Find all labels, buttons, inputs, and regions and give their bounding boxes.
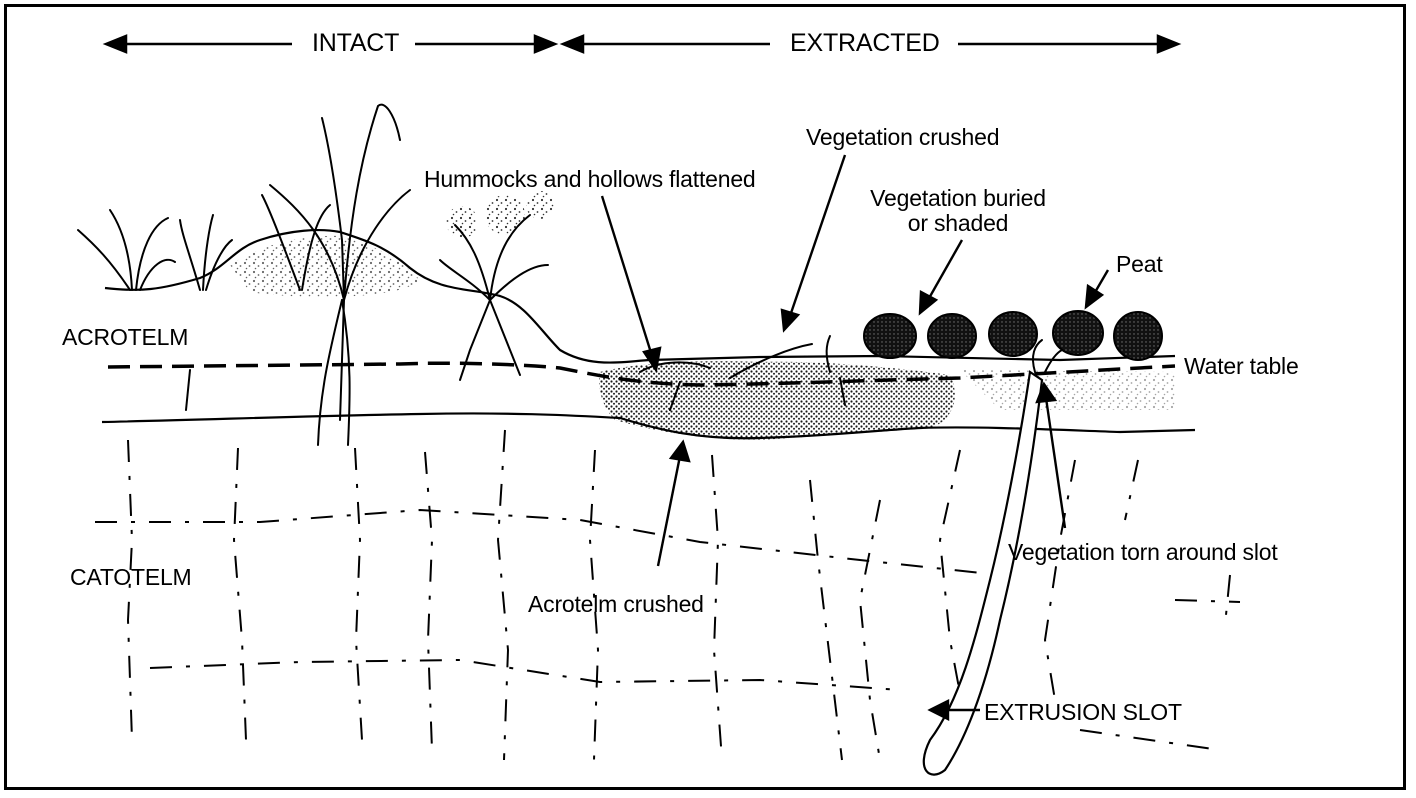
peat-blocks [864, 311, 1162, 360]
acrotelm-crushed-annotation: Acrotelm crushed [528, 592, 704, 617]
vegetation-crushed-annotation: Vegetation crushed [806, 125, 999, 150]
crushed-acrotelm-zone [599, 361, 954, 440]
vegetation-buried-annotation: Vegetation buried or shaded [868, 186, 1048, 237]
catotelm-label: CATOTELM [70, 565, 192, 590]
extrusion-slot-annotation: EXTRUSION SLOT [984, 700, 1182, 725]
water-table-annotation: Water table [1184, 354, 1299, 379]
extracted-label: EXTRACTED [790, 30, 940, 58]
vegetation-buried-line-1: Vegetation buried [868, 186, 1048, 211]
peat-annotation: Peat [1116, 252, 1163, 277]
vegetation-torn-annotation: Vegetation torn around slot [1008, 540, 1278, 565]
intact-label: INTACT [312, 30, 399, 58]
acrotelm-label: ACROTELM [62, 325, 188, 350]
hummocks-annotation: Hummocks and hollows flattened [424, 167, 756, 192]
vegetation-buried-line-2: or shaded [868, 211, 1048, 236]
